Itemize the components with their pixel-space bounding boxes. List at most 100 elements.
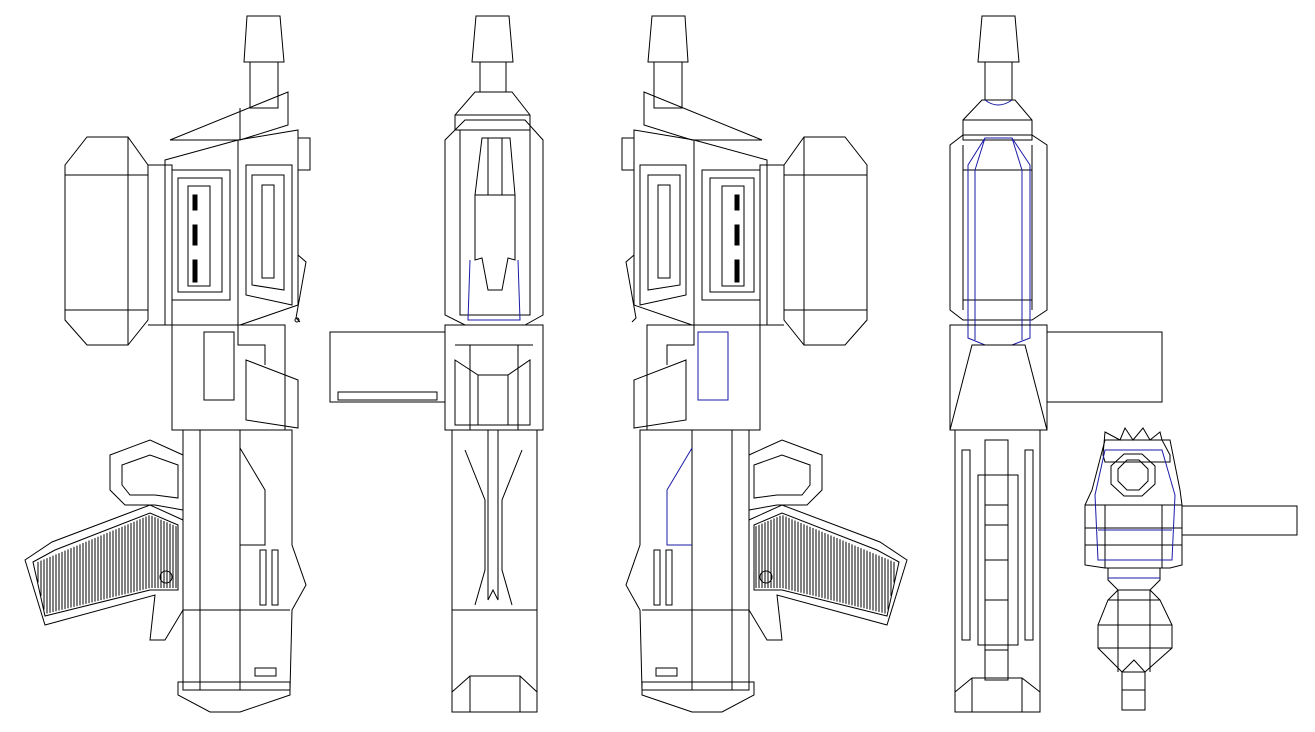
receiver-window-right-inner [647, 174, 681, 291]
grip-column-curve [239, 447, 266, 546]
side-handle [1046, 331, 1163, 403]
receiver-inner [459, 129, 531, 316]
grip-magazine-cells [985, 504, 1008, 601]
grip-column [451, 429, 538, 713]
receiver-window-right-slot [657, 184, 671, 279]
muzzle-stem [479, 61, 507, 93]
sight-channel [474, 137, 516, 291]
top-body [1084, 439, 1183, 569]
lower-receiver-step [237, 325, 266, 365]
grip-vent [655, 667, 678, 677]
lower-receiver-wedge [633, 359, 687, 429]
slot-mark-1 [734, 194, 740, 211]
receiver-window-left-slot [187, 185, 211, 287]
side-rail [621, 137, 634, 171]
top-view [1084, 426, 1298, 711]
lower-receiver-step [666, 325, 695, 365]
grip-inner-panel [977, 474, 1019, 646]
grip-foot [984, 649, 1009, 681]
drum-neck [759, 164, 784, 326]
lower-block-trapezoid [949, 344, 1048, 431]
handle-pin [159, 570, 173, 584]
drum-neck [148, 164, 173, 326]
top-side-handle [1181, 505, 1298, 536]
drum-outer [783, 136, 868, 346]
handle-grip-panel [32, 512, 179, 617]
grip-slot-2 [271, 549, 279, 606]
trigger-guard-inner [121, 454, 179, 499]
grip-rail-right [1024, 449, 1034, 641]
grip-slot-1 [259, 549, 267, 606]
trigger-guard [109, 439, 184, 511]
receiver-window-right-outer [245, 164, 293, 306]
receiver-window-left-inner [709, 177, 755, 293]
muzzle-stem [653, 61, 683, 109]
grip-column [182, 429, 307, 691]
top-neck [1107, 567, 1161, 591]
muzzle-tip [977, 15, 1020, 63]
front-view [949, 15, 1163, 713]
grip-center [487, 430, 499, 601]
top-crown [1102, 426, 1171, 463]
side-rail-spike [625, 254, 637, 323]
top-grip-tip [1121, 659, 1146, 673]
lower-block [444, 324, 544, 431]
trigger-guard-inner [753, 454, 811, 499]
muzzle-tip [471, 15, 514, 63]
handle-grip-panel [753, 512, 900, 617]
handle-pin [759, 570, 773, 584]
receiver-body [164, 129, 299, 326]
lower-receiver [171, 324, 286, 431]
grip-magazine [984, 439, 1009, 651]
stock-base [641, 681, 755, 713]
hidden-top-body [1094, 449, 1176, 561]
handle-texture [37, 515, 177, 614]
grip-column [625, 429, 750, 691]
drum-outer [64, 136, 149, 346]
side-rivet [294, 317, 300, 323]
slot-mark-2 [192, 224, 198, 246]
top-octagon-outer [1110, 453, 1156, 497]
top-body-verticals [1104, 505, 1163, 568]
stock-base [451, 675, 538, 712]
handle-texture [755, 515, 895, 614]
top-body-bands [1085, 504, 1182, 546]
grip-inner [464, 449, 523, 606]
handle-outline [748, 504, 908, 641]
grip-column [954, 429, 1041, 713]
slot-mark-1 [192, 194, 198, 211]
receiver-window-left-outer [171, 169, 231, 301]
right-side-view [621, 15, 908, 713]
top-grip-body [1097, 589, 1173, 673]
muzzle-tip [647, 15, 689, 63]
hidden-bore [967, 137, 1031, 346]
top-cap [454, 91, 531, 131]
grip-vent [254, 667, 277, 677]
top-grip-facets [1098, 590, 1172, 672]
lower-block-inner [455, 344, 533, 430]
hidden-top-cap [984, 99, 1013, 106]
stock-base [954, 677, 1041, 712]
receiver-body [633, 129, 768, 326]
top-stock [1121, 671, 1146, 711]
grip-rail-left [961, 449, 971, 641]
muzzle-tip [243, 15, 285, 63]
slot-mark-2 [734, 224, 740, 246]
receiver-outline [949, 134, 1048, 321]
receiver-window-right-inner [251, 174, 285, 291]
receiver-window-left-inner [177, 177, 223, 293]
hidden-channel [467, 259, 521, 321]
rear-view [329, 15, 544, 713]
lower-block [949, 324, 1048, 431]
top-wedge [643, 91, 763, 141]
muzzle-stem [249, 61, 279, 109]
stock-base [177, 681, 291, 713]
lower-receiver [646, 324, 761, 431]
side-rail-spike [295, 254, 307, 323]
lower-block-chevron [454, 359, 531, 426]
left-side-view [24, 15, 311, 713]
receiver-outline [444, 119, 544, 326]
trigger-guard [748, 439, 823, 511]
muzzle-stem [984, 61, 1013, 101]
